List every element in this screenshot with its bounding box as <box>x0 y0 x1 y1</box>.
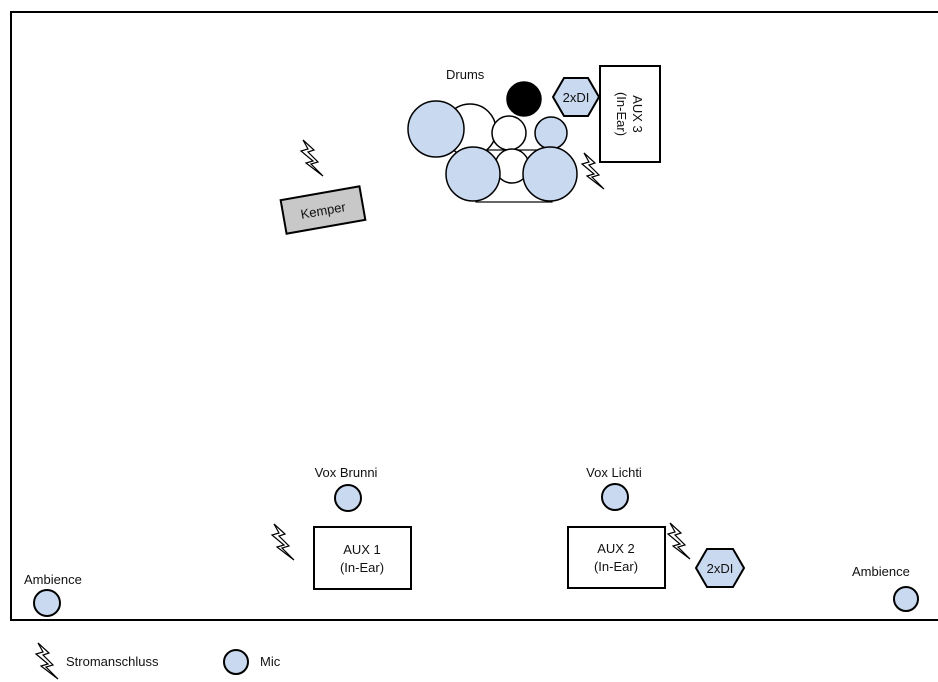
stage-area <box>10 11 938 621</box>
kemper-amp: Kemper <box>279 185 367 235</box>
cymbal <box>407 100 465 158</box>
di-box-top: 2xDI <box>551 77 601 117</box>
aux1-monitor: AUX 1 (In-Ear) <box>313 526 412 590</box>
legend: Stromanschluss Mic <box>35 642 281 680</box>
legend-mic-label: Mic <box>260 654 281 669</box>
mic-legend-icon <box>223 649 249 675</box>
power-outlet-legend-icon <box>35 642 59 680</box>
ambience-left-label: Ambience <box>24 572 82 587</box>
aux1-line1: AUX 1 <box>343 542 381 557</box>
vox-brunni-label: Vox Brunni <box>315 465 378 480</box>
aux2-line1: AUX 2 <box>597 541 635 556</box>
aux2-monitor: AUX 2 (In-Ear) <box>567 526 666 589</box>
drums-label: Drums <box>446 67 485 82</box>
cymbal <box>445 146 501 202</box>
aux3-line2: (In-Ear) <box>614 92 629 136</box>
kick-drum <box>506 81 542 117</box>
di-box-bottom: 2xDI <box>694 548 746 588</box>
aux1-line2: (In-Ear) <box>340 560 384 575</box>
di-box-bottom-label: 2xDI <box>707 561 734 576</box>
cymbal <box>522 146 578 202</box>
ambience-right-label: Ambience <box>852 564 910 579</box>
drum-shell <box>491 115 527 151</box>
aux3-monitor: AUX 3 (In-Ear) <box>599 65 661 163</box>
mic-icon <box>601 483 629 511</box>
cymbal <box>534 116 568 150</box>
drum-kit <box>407 81 578 203</box>
mic-icon <box>893 586 919 612</box>
di-box-top-label: 2xDI <box>563 90 590 105</box>
vox-lichti-label: Vox Lichti <box>586 465 642 480</box>
mic-icon <box>33 589 61 617</box>
aux3-line1: AUX 3 <box>630 95 645 133</box>
mic-icon <box>334 484 362 512</box>
aux2-line2: (In-Ear) <box>594 559 638 574</box>
legend-power-label: Stromanschluss <box>66 654 159 669</box>
